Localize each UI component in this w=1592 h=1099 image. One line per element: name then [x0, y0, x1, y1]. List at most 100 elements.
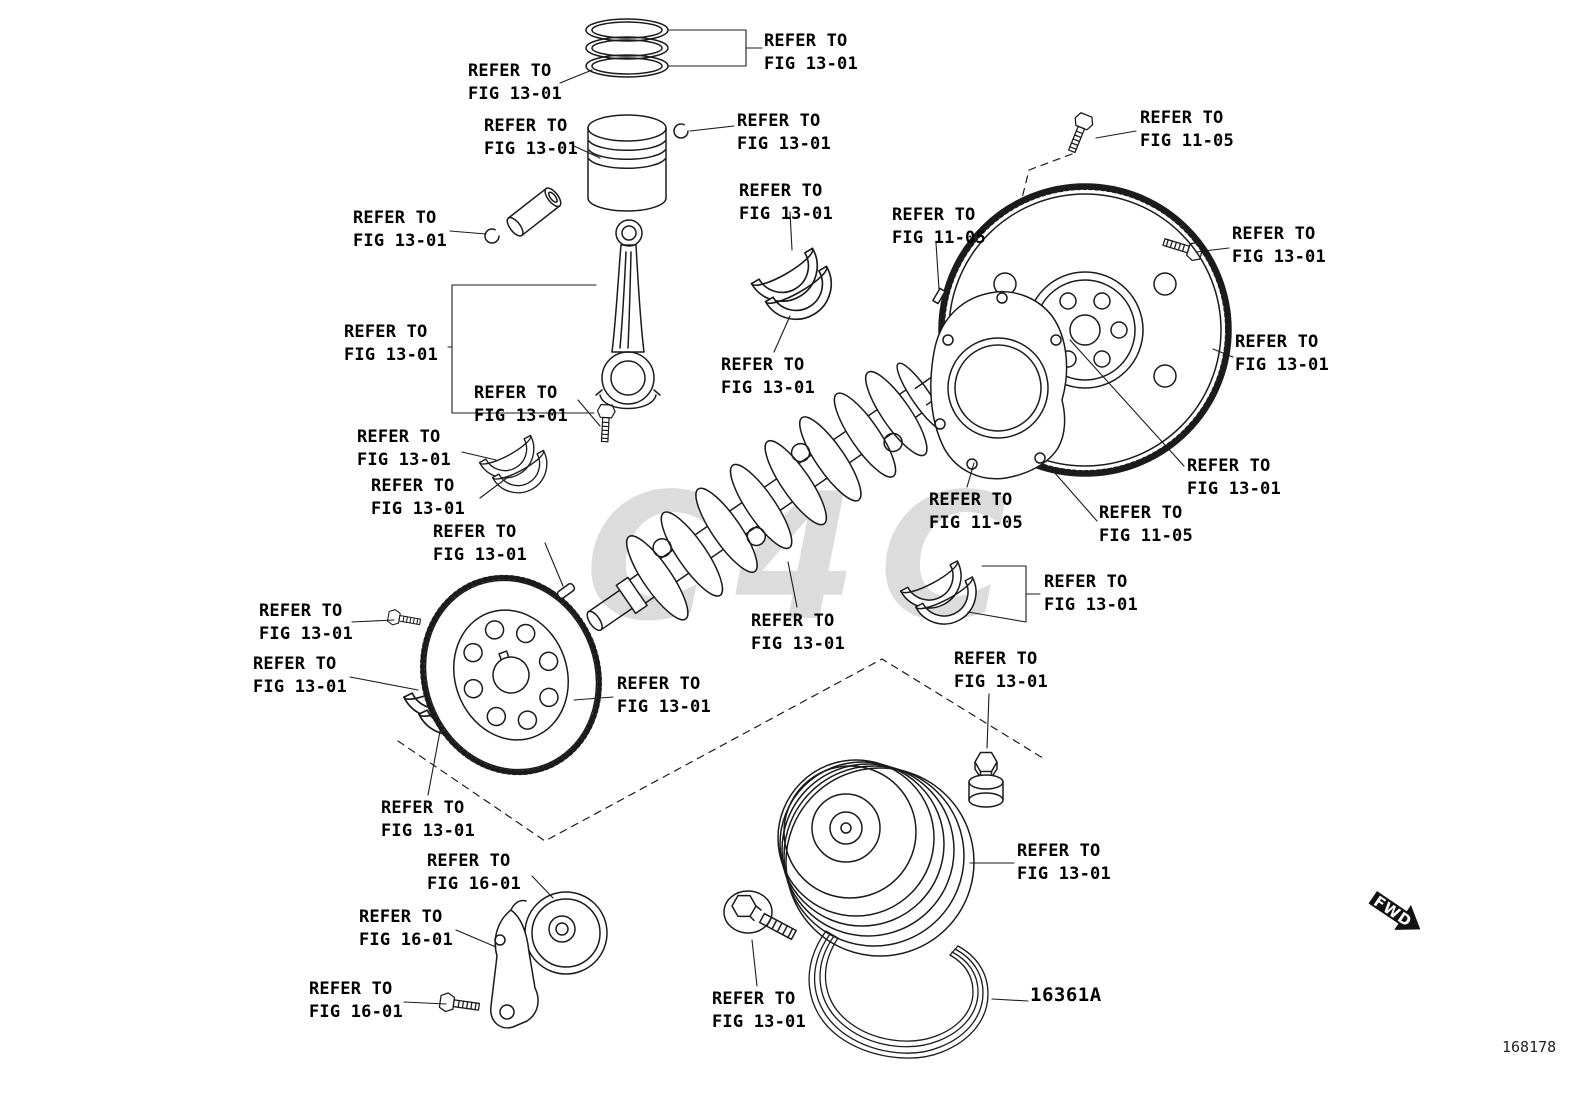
ref-line: FIG 11-05 [929, 513, 1023, 533]
ref-label-rear-plate-b: REFER TO FIG 11-05 [1099, 502, 1193, 548]
ref-label-rod-cap-bolt: REFER TO FIG 13-01 [474, 382, 568, 428]
ref-label-rod-bearing-upper: REFER TO FIG 13-01 [739, 180, 833, 226]
ref-label-pulley-hub-bolt: REFER TO FIG 13-01 [954, 648, 1048, 694]
ref-label-timing-sprocket: REFER TO FIG 13-01 [617, 673, 711, 719]
pin-clip-left-art [484, 228, 500, 244]
ref-line: FIG 13-01 [954, 672, 1048, 692]
ref-line: FIG 13-01 [357, 450, 451, 470]
ref-line: FIG 13-01 [253, 677, 347, 697]
ref-line: FIG 13-01 [721, 378, 815, 398]
ref-line: FIG 13-01 [259, 624, 353, 644]
ref-line: FIG 13-01 [764, 54, 858, 74]
ref-line: REFER TO [1187, 456, 1271, 476]
ref-line: REFER TO [929, 490, 1013, 510]
pulley-hub-bolt-art [968, 751, 1004, 808]
ref-line: FIG 13-01 [474, 406, 568, 426]
ref-line: REFER TO [954, 649, 1038, 669]
ref-line: REFER TO [259, 601, 343, 621]
ref-line: REFER TO [474, 383, 558, 403]
ref-label-main-bearing-left: REFER TO FIG 13-01 [253, 653, 347, 699]
ref-line: REFER TO [712, 989, 796, 1009]
ref-label-sprocket-bolt: REFER TO FIG 13-01 [259, 600, 353, 646]
ref-label-flywheel-bolt: REFER TO FIG 13-01 [1232, 223, 1326, 269]
construction-dashed-lines [397, 153, 1073, 842]
ref-label-main-bearing-lower: REFER TO FIG 13-01 [381, 797, 475, 843]
ref-line: REFER TO [1099, 503, 1183, 523]
ref-line: REFER TO [468, 61, 552, 81]
ref-line: FIG 13-01 [433, 545, 527, 565]
ref-line: REFER TO [371, 476, 455, 496]
ref-label-bolt-top: REFER TO FIG 11-05 [1140, 107, 1234, 153]
ref-label-tensioner: REFER TO FIG 16-01 [427, 850, 521, 896]
ref-line: FIG 13-01 [1235, 355, 1329, 375]
rod-bearing-shells [750, 247, 845, 333]
ref-line: REFER TO [739, 181, 823, 201]
ref-line: REFER TO [353, 208, 437, 228]
ref-label-pulley-bolt: REFER TO FIG 13-01 [712, 988, 806, 1034]
ref-line: REFER TO [1235, 332, 1319, 352]
connecting-rod-art [595, 219, 661, 410]
ref-line: REFER TO [309, 979, 393, 999]
ref-line: FIG 13-01 [1232, 247, 1326, 267]
ref-label-connecting-rod: REFER TO FIG 13-01 [344, 321, 438, 367]
ref-line: FIG 11-05 [1140, 131, 1234, 151]
ref-line: FIG 11-05 [1099, 526, 1193, 546]
crankshaft-pulley-art [777, 759, 975, 957]
ref-line: REFER TO [1232, 224, 1316, 244]
ref-line: FIG 16-01 [359, 930, 453, 950]
figure-number: 168178 [1502, 1038, 1557, 1056]
timing-sprocket-art [420, 574, 602, 776]
ref-line: FIG 13-01 [739, 204, 833, 224]
tensioner-art [490, 891, 608, 1029]
ref-line: FIG 13-01 [751, 634, 845, 654]
ref-label-piston-rings-left: REFER TO FIG 13-01 [468, 60, 562, 106]
ref-line: REFER TO [1140, 108, 1224, 128]
ref-line: REFER TO [381, 798, 465, 818]
ref-line: REFER TO [1044, 572, 1128, 592]
rear-plate-art [930, 290, 1068, 480]
ref-line: FIG 16-01 [427, 874, 521, 894]
ref-line: FIG 13-01 [353, 231, 447, 251]
ref-line: FIG 13-01 [381, 821, 475, 841]
ref-line: FIG 13-01 [484, 139, 578, 159]
ref-line: REFER TO [764, 31, 848, 51]
ref-label-rod-bearing-lower: REFER TO FIG 13-01 [721, 354, 815, 400]
ref-line: REFER TO [344, 322, 428, 342]
piston-rings-art [585, 18, 669, 78]
ref-line: REFER TO [617, 674, 701, 694]
piston-art [587, 114, 667, 212]
fwd-arrow: FWD [1368, 891, 1421, 931]
ref-line: REFER TO [721, 355, 805, 375]
leader-lines [349, 29, 1234, 1005]
pin-clip-right-art [673, 123, 689, 139]
ref-line: FIG 13-01 [617, 697, 711, 717]
ref-line: FIG 13-01 [712, 1012, 806, 1032]
ref-line: REFER TO [253, 654, 337, 674]
flywheel-bolt-top-art [1062, 110, 1096, 156]
ref-label-piston-rings-right: REFER TO FIG 13-01 [764, 30, 858, 76]
drive-belt-art [808, 930, 989, 1059]
ref-line: FIG 13-01 [468, 84, 562, 104]
ref-line: REFER TO [427, 851, 511, 871]
ref-label-main-bearing-b: REFER TO FIG 13-01 [371, 475, 465, 521]
pulley-bolt-art [723, 890, 797, 941]
ref-label-flywheel: REFER TO FIG 13-01 [1235, 331, 1329, 377]
ref-line: FIG 13-01 [371, 499, 465, 519]
crankshaft-key-art [556, 582, 576, 600]
ref-line: REFER TO [1017, 841, 1101, 861]
ref-line: FIG 13-01 [344, 345, 438, 365]
fwd-label: FWD [1370, 892, 1415, 931]
ref-line: FIG 13-01 [737, 134, 831, 154]
